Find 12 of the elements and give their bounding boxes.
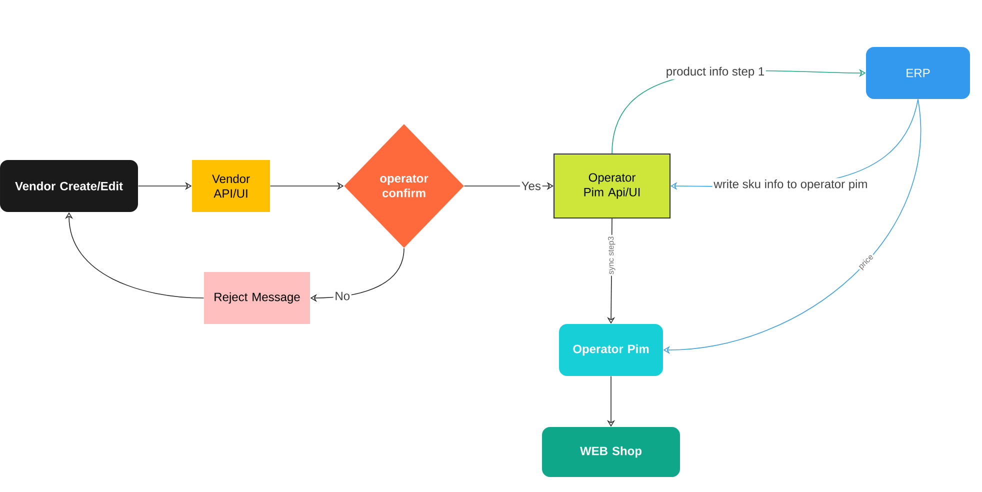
- process-box: ERP: [866, 47, 970, 99]
- process-box: WEB Shop: [542, 427, 680, 477]
- edge-label: No: [333, 290, 352, 302]
- edge-label: write sku info to operator pim: [712, 178, 870, 192]
- process-box: Reject Message: [204, 272, 310, 324]
- edge-label: sync step3: [606, 234, 617, 276]
- process-box: Vendor API/UI: [192, 160, 270, 212]
- process-box: Vendor Create/Edit: [0, 160, 138, 212]
- edge-label: product info step 1: [664, 65, 766, 80]
- process-box: Operator Pim: [559, 324, 663, 376]
- process-box: Operator Pim Api/UI: [553, 153, 671, 219]
- edge-label: Yes: [520, 180, 542, 192]
